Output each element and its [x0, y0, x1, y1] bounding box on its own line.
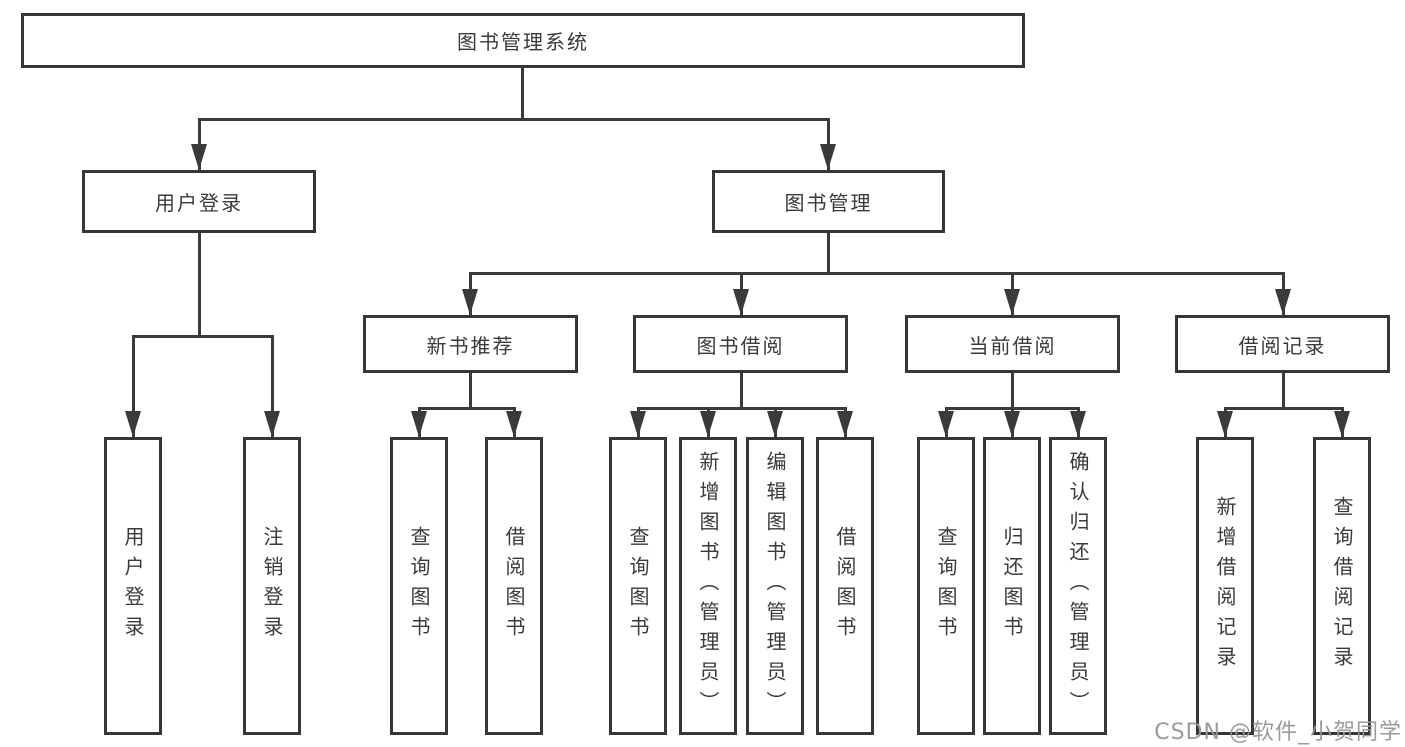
arrowhead-down-icon: [733, 289, 749, 315]
connector-trunk: [1011, 373, 1014, 407]
leaf-edit-book-admin: 编辑图书（管理员）: [746, 437, 804, 735]
arrowhead-down-icon: [1004, 411, 1020, 437]
connector-book-management-split: [469, 272, 1285, 275]
leaf-query-books-recommend: 查询图书: [390, 437, 448, 735]
connector-trunk: [1282, 373, 1285, 407]
node-label: 当前借阅: [968, 333, 1057, 358]
arrowhead-down-icon: [125, 411, 141, 437]
arrowhead-down-icon: [1217, 411, 1233, 437]
leaf-logout: 注销登录: [243, 437, 301, 735]
leaf-return-books: 归还图书: [983, 437, 1041, 735]
node-label: 图书借阅: [696, 333, 785, 358]
node-label: 图书管理系统: [457, 30, 589, 54]
node-book-borrowing: 图书借阅: [633, 315, 848, 373]
leaf-borrow-books-recommend: 借阅图书: [485, 437, 543, 735]
arrowhead-down-icon: [462, 289, 478, 315]
leaf-borrow-books: 借阅图书: [816, 437, 874, 735]
leaf-query-books-borrowing: 查询图书: [609, 437, 667, 735]
csdn-watermark: CSDN @软件_小贺同学: [1154, 720, 1402, 745]
arrowhead-down-icon: [767, 411, 783, 437]
arrowhead-down-icon: [1004, 289, 1020, 315]
connector-split: [1224, 407, 1344, 410]
connector-trunk: [469, 373, 472, 407]
node-label: 用户登录: [155, 191, 243, 215]
leaf-add-borrow-record: 新增借阅记录: [1196, 437, 1254, 735]
connector-drop-leaf: [132, 335, 135, 437]
leaf-add-book-admin: 新增图书（管理员）: [679, 437, 737, 735]
node-library-management-system: 图书管理系统: [21, 13, 1025, 68]
arrowhead-down-icon: [264, 411, 280, 437]
arrowhead-down-icon: [1070, 411, 1086, 437]
connector-book-management-trunk: [827, 233, 830, 272]
node-new-book-recommendation: 新书推荐: [363, 315, 578, 373]
arrowhead-down-icon: [506, 411, 522, 437]
arrowhead-down-icon: [1334, 411, 1350, 437]
leaf-confirm-return-admin: 确认归还（管理员）: [1049, 437, 1107, 735]
connector-root-split: [198, 118, 830, 121]
node-current-borrowing: 当前借阅: [905, 315, 1120, 373]
connector-user-login-trunk: [198, 233, 201, 335]
connector-split: [637, 407, 847, 410]
arrowhead-down-icon: [191, 144, 207, 170]
arrowhead-down-icon: [1275, 289, 1291, 315]
node-label: 图书管理: [784, 191, 873, 215]
leaf-query-borrow-record: 查询借阅记录: [1313, 437, 1371, 735]
arrowhead-down-icon: [630, 411, 646, 437]
node-label: 借阅记录: [1238, 333, 1327, 358]
arrowhead-down-icon: [837, 411, 853, 437]
leaf-query-books-current: 查询图书: [917, 437, 975, 735]
arrowhead-down-icon: [700, 411, 716, 437]
leaf-user-login: 用户登录: [104, 437, 162, 735]
node-label: 新书推荐: [426, 333, 515, 358]
connector-root-trunk: [521, 68, 524, 118]
arrowhead-down-icon: [938, 411, 954, 437]
node-borrowing-records: 借阅记录: [1175, 315, 1390, 373]
arrowhead-down-icon: [820, 144, 836, 170]
arrowhead-down-icon: [411, 411, 427, 437]
connector-drop-leaf: [271, 335, 274, 437]
connector-split: [418, 407, 516, 410]
connector-trunk: [740, 373, 743, 407]
node-book-management: 图书管理: [712, 170, 945, 233]
connector-user-login-split: [132, 335, 274, 338]
node-user-login: 用户登录: [82, 170, 316, 233]
